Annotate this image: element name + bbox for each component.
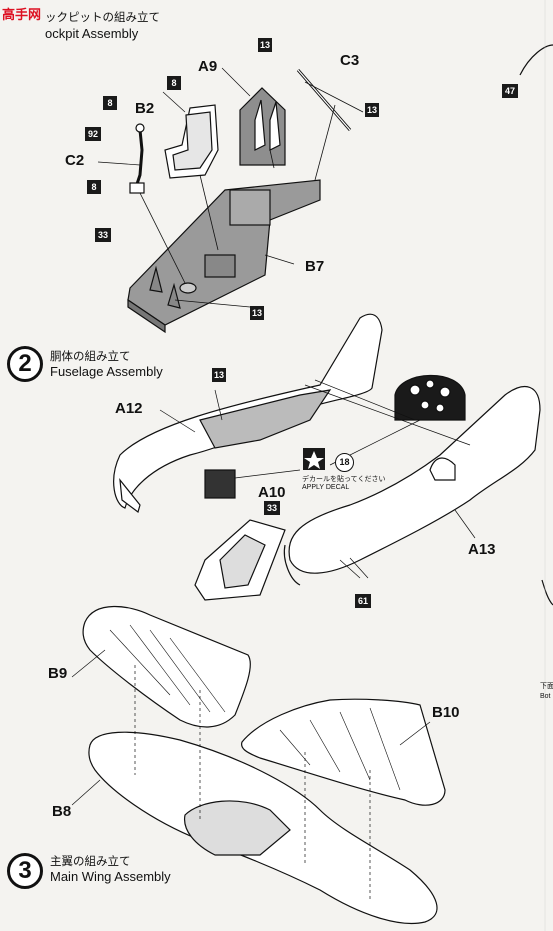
step2-title-jp: 胴体の組み立て bbox=[50, 349, 131, 363]
step2-title-en: Fuselage Assembly bbox=[50, 364, 163, 379]
paint-code-92: 92 bbox=[85, 127, 101, 141]
part-label-b7: B7 bbox=[305, 258, 325, 275]
edge-text-en: Bot bbox=[540, 693, 551, 700]
edge-text-jp: 下面 bbox=[540, 682, 553, 690]
paint-code-13-c3: 13 bbox=[365, 103, 379, 117]
part-label-a13: A13 bbox=[468, 541, 496, 558]
part-label-a12: A12 bbox=[115, 400, 143, 417]
paint-code-13-a12: 13 bbox=[212, 368, 226, 382]
step2-number: 2 bbox=[7, 346, 43, 382]
step3-title-jp: 主翼の組み立て bbox=[50, 854, 131, 868]
wing-top-b9 bbox=[82, 605, 251, 728]
wing-top-b10 bbox=[240, 698, 446, 806]
paint-code-13-a9: 13 bbox=[258, 38, 272, 52]
paint-code-13-b7: 13 bbox=[250, 306, 264, 320]
part-label-c3: C3 bbox=[340, 52, 360, 69]
part-label-a9: A9 bbox=[198, 58, 218, 75]
part-label-b9: B9 bbox=[48, 665, 68, 682]
cockpit-floor-b7 bbox=[127, 179, 321, 326]
decal-instruction-en: APPLY DECAL bbox=[302, 484, 350, 491]
paint-code-33-a10: 33 bbox=[264, 501, 280, 515]
watermark-logo: 高手网 bbox=[2, 8, 42, 23]
part-label-b10: B10 bbox=[432, 704, 460, 721]
step1-title-en: ockpit Assembly bbox=[45, 26, 139, 41]
part-label-a10: A10 bbox=[258, 484, 286, 501]
decal-number: 18 bbox=[335, 453, 354, 472]
step3-number: 3 bbox=[7, 853, 43, 889]
part-label-b2: B2 bbox=[135, 100, 155, 117]
paint-code-61: 61 bbox=[355, 594, 371, 608]
part-label-b8: B8 bbox=[52, 803, 72, 820]
paint-code-33-step1: 33 bbox=[95, 228, 111, 242]
decal-star-emblem bbox=[303, 448, 325, 470]
paint-code-8-c2: 8 bbox=[87, 180, 101, 194]
step3-title-en: Main Wing Assembly bbox=[50, 869, 171, 884]
decal-instruction-jp: デカールを貼ってください bbox=[302, 475, 386, 483]
paint-code-8-b2: 8 bbox=[167, 76, 181, 90]
step1-title-jp: ックピットの組み立て bbox=[45, 10, 160, 24]
fuselage-half-a13 bbox=[288, 386, 541, 574]
part-label-c2: C2 bbox=[65, 152, 85, 169]
paint-code-8-top: 8 bbox=[103, 96, 117, 110]
paint-code-47: 47 bbox=[502, 84, 518, 98]
